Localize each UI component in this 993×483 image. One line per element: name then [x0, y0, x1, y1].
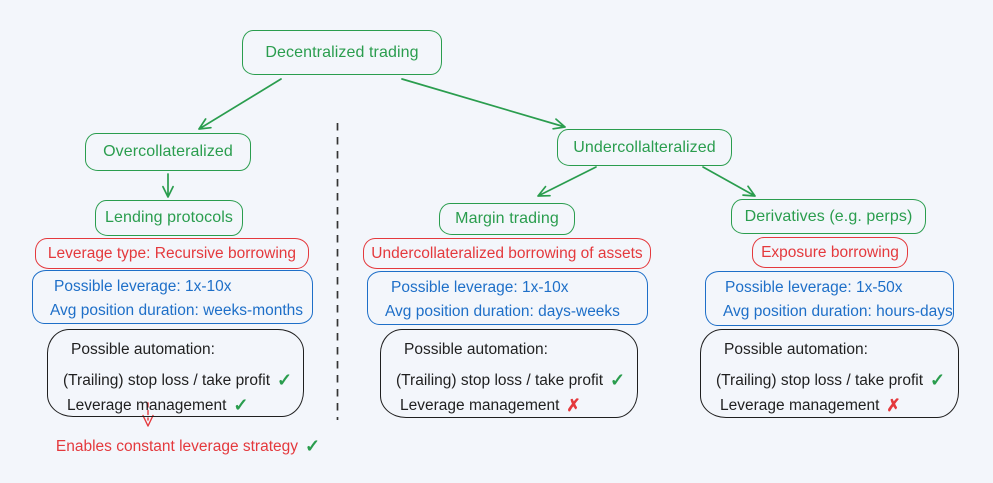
edge-undercollateralized-to-derivatives-arrow	[702, 166, 756, 197]
constant-leverage-note: Enables constant leverage strategy ✓	[38, 436, 338, 457]
derivatives-leverage-stats-box: Possible leverage: 1x-50x Avg position d…	[705, 271, 954, 326]
leverage-type-text: Exposure borrowing	[761, 243, 899, 261]
check-icon: ✓	[233, 395, 249, 415]
automation-label: Leverage management	[67, 397, 227, 414]
check-icon: ✓	[305, 436, 321, 456]
check-icon: ✓	[610, 370, 626, 390]
position-duration-text: Avg position duration: weeks-months	[50, 302, 304, 319]
automation-row: Leverage management ✗	[701, 393, 958, 418]
automation-title: Possible automation:	[71, 341, 215, 358]
possible-leverage-text: Possible leverage: 1x-50x	[725, 279, 903, 296]
possible-leverage-text: Possible leverage: 1x-10x	[54, 278, 232, 295]
automation-row: (Trailing) stop loss / take profit ✓	[381, 368, 637, 393]
check-icon: ✓	[277, 370, 293, 390]
margin-leverage-type-box: Undercollateralized borrowing of assets	[363, 238, 651, 269]
check-icon: ✓	[930, 370, 946, 390]
position-duration-text: Avg position duration: hours-days	[723, 303, 953, 320]
edge-root-to-undercollateralized-arrow	[401, 78, 566, 130]
automation-label: Leverage management	[400, 397, 560, 414]
possible-leverage-text: Possible leverage: 1x-10x	[391, 279, 569, 296]
automation-label: (Trailing) stop loss / take profit	[716, 372, 924, 389]
cross-icon: ✗	[886, 396, 901, 415]
edge-root-to-overcollateralized-arrow	[198, 78, 282, 130]
node-label: Lending protocols	[104, 209, 233, 226]
automation-title: Possible automation:	[404, 341, 548, 358]
node-derivatives: Derivatives (e.g. perps)	[731, 199, 926, 234]
automation-row: (Trailing) stop loss / take profit ✓	[48, 368, 303, 393]
note-text: Enables constant leverage strategy	[55, 438, 299, 455]
node-label: Decentralized trading	[265, 43, 419, 61]
node-decentralized-trading: Decentralized trading	[242, 30, 442, 75]
automation-row: (Trailing) stop loss / take profit ✓	[701, 368, 958, 393]
leverage-type-text: Undercollateralized borrowing of assets	[371, 244, 643, 262]
node-label: Margin trading	[455, 210, 559, 227]
cross-icon: ✗	[566, 396, 581, 415]
margin-leverage-stats-box: Possible leverage: 1x-10x Avg position d…	[367, 271, 648, 325]
automation-label: (Trailing) stop loss / take profit	[396, 372, 604, 389]
position-duration-text: Avg position duration: days-weeks	[385, 303, 620, 320]
margin-automation-box: Possible automation: (Trailing) stop los…	[380, 329, 638, 418]
lending-leverage-type-box: Leverage type: Recursive borrowing	[35, 238, 309, 269]
lending-leverage-stats-box: Possible leverage: 1x-10x Avg position d…	[32, 270, 313, 324]
node-overcollateralized: Overcollateralized	[85, 133, 251, 171]
leverage-type-text: Leverage type: Recursive borrowing	[47, 244, 297, 262]
edge-undercollateralized-to-margin-arrow	[537, 166, 597, 197]
node-label: Overcollateralized	[103, 143, 233, 160]
automation-row: Leverage management ✓	[48, 393, 303, 418]
node-undercollateralized: Undercollalteralized	[557, 129, 732, 166]
node-margin-trading: Margin trading	[439, 203, 575, 235]
automation-label: (Trailing) stop loss / take profit	[63, 372, 271, 389]
node-label: Derivatives (e.g. perps)	[744, 207, 913, 225]
node-label: Undercollalteralized	[573, 138, 716, 156]
derivatives-automation-box: Possible automation: (Trailing) stop los…	[700, 329, 959, 418]
automation-title: Possible automation:	[724, 341, 868, 358]
edge-overcollateralized-to-lending-arrow	[162, 173, 174, 198]
automation-row: Leverage management ✗	[381, 393, 637, 418]
derivatives-leverage-type-box: Exposure borrowing	[752, 237, 908, 268]
node-lending-protocols: Lending protocols	[95, 200, 243, 236]
automation-label: Leverage management	[720, 397, 880, 414]
lending-automation-box: Possible automation: (Trailing) stop los…	[47, 329, 304, 417]
